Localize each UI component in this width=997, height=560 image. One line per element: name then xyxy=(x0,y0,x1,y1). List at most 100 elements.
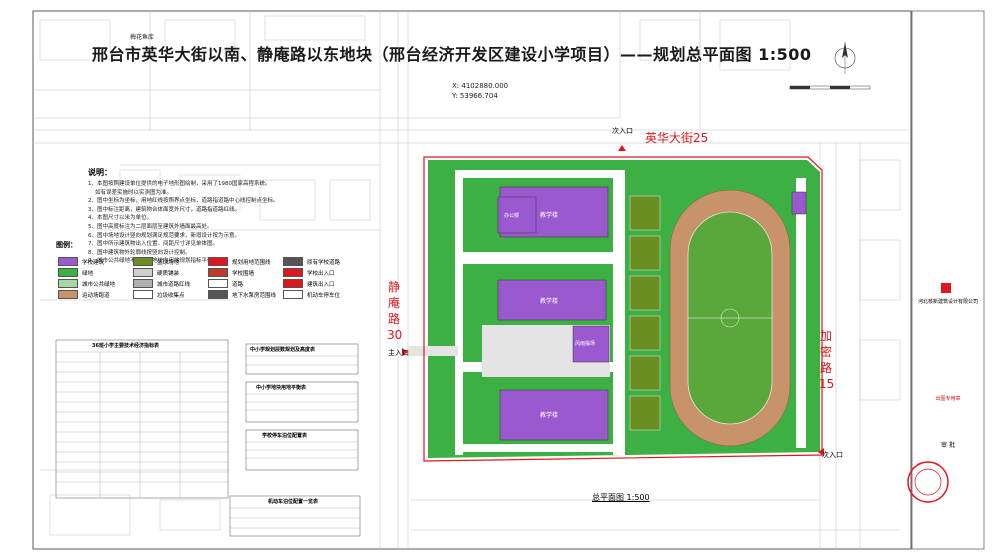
legend-item: 绿地 xyxy=(58,267,133,278)
tables-outline xyxy=(55,339,361,537)
table-gridlines xyxy=(56,351,360,529)
site-boundary-line xyxy=(423,156,823,462)
note-item: 2、图中坐标为坐标，用地红线按照界点坐标，道路指道路中心线控制点坐标。 xyxy=(88,198,279,205)
legend-swatch xyxy=(208,290,228,299)
note-item: 如有误差实施时以实测图为准。 xyxy=(88,189,172,196)
building-middle xyxy=(497,279,610,363)
company-name: 河北核新建筑设计有限公司 xyxy=(917,299,978,305)
entrance-west-label: 主入口 xyxy=(388,349,409,357)
field-center-circle xyxy=(720,308,740,328)
official-stamp xyxy=(907,461,949,503)
note-item: 6、图中场地设计竖向规划满足规范要求，新增设计按为示意。 xyxy=(88,232,241,239)
legend-swatch xyxy=(208,279,228,288)
north-arrow xyxy=(834,42,856,74)
west-entrance-road xyxy=(408,346,458,356)
legend-swatch xyxy=(133,279,153,288)
legend-swatch xyxy=(58,290,78,299)
note-item: 9、城市公共绿地不参与该地块内用地规划指标平衡。 xyxy=(88,258,219,265)
basketball-courts xyxy=(629,195,661,431)
legend-item: 建筑出入口 xyxy=(283,278,358,289)
top-left-place-label: 梅花鱼库 xyxy=(130,34,155,41)
entrance-east-marker xyxy=(818,448,824,456)
legend-heading: 图例： xyxy=(56,241,77,249)
building-north xyxy=(497,186,609,238)
background-buildings xyxy=(39,15,901,536)
legend-label: 运动场跑道 xyxy=(82,292,110,299)
legend-item: 学校出入口 xyxy=(283,267,358,278)
note-item: 3、图中标注距离，建筑物合体面宽外尺寸，道路指道路红线。 xyxy=(88,206,241,213)
legend-label: 学校建筑 xyxy=(82,259,105,266)
notes-list: 1、本图按照建设单位提供的电子地形图绘制，采用了1980国家高程系统。 如有误差… xyxy=(88,180,378,266)
legend-label: 篮球场地 xyxy=(157,259,180,266)
coordinate-x: X: 4102880.000 xyxy=(452,82,509,90)
legend-label: 城市公共绿地 xyxy=(82,281,116,288)
legend-swatch xyxy=(133,257,153,266)
legend-swatch xyxy=(208,257,228,266)
coordinate-y: Y: 53966.704 xyxy=(452,92,498,100)
legend-item: 道路 xyxy=(208,278,283,289)
notes-heading: 说明： xyxy=(88,168,112,177)
road-north-label: 英华大街25 xyxy=(645,131,709,145)
company-logo xyxy=(941,283,951,293)
legend-swatch xyxy=(58,268,78,277)
legend-item: 篮球场地 xyxy=(133,256,208,267)
legend-label: 硬质铺装 xyxy=(157,270,180,277)
building-south xyxy=(499,389,609,441)
legend-item: 城市道路红线 xyxy=(133,278,208,289)
table-parking-title: 学校停车泊位配置表 xyxy=(262,433,308,439)
stamp-label: 出图专用章 xyxy=(935,396,961,402)
legend-swatch xyxy=(283,268,303,277)
legend-label: 建筑出入口 xyxy=(307,281,335,288)
legend-item: 规划用地范围线 xyxy=(208,256,283,267)
note-item: 8、图中建筑物外轮廓线按竖向设计控制。 xyxy=(88,249,191,256)
table-height-title: 中小学规划层数规划及高度表 xyxy=(250,347,316,353)
entrance-west-marker xyxy=(402,348,408,356)
legend-label: 垃圾收集点 xyxy=(157,292,185,299)
building-middle-label: 教学楼 xyxy=(540,298,559,305)
legend: 学校建筑 篮球场地 规划用地范围线 原有学校道路绿地 硬质铺装 学校围墙 学校出入口城市公共… xyxy=(58,256,358,300)
legend-swatch xyxy=(58,257,78,266)
legend-item: 学校建筑 xyxy=(58,256,133,267)
drawing-title: 邢台市英华大街以南、静庵路以东地块（邢台经济开发区建设小学项目）——规划总平面图… xyxy=(92,45,812,64)
legend-swatch xyxy=(133,268,153,277)
legend-swatch xyxy=(283,279,303,288)
legend-item: 城市公共绿地 xyxy=(58,278,133,289)
entrance-north-label: 次入口 xyxy=(612,127,633,135)
legend-item: 机动车停车位 xyxy=(283,289,358,300)
legend-label: 地下水泵房范围线 xyxy=(232,292,277,299)
entrance-north-marker xyxy=(618,145,626,151)
legend-swatch xyxy=(58,279,78,288)
legend-label: 城市道路红线 xyxy=(157,281,191,288)
title-block-frame xyxy=(911,10,985,550)
legend-item: 运动场跑道 xyxy=(58,289,133,300)
scale-bar xyxy=(789,85,871,90)
legend-item: 硬质铺装 xyxy=(133,267,208,278)
table-econ-title: 36班小学主要技术经济指标表 xyxy=(92,343,159,349)
legend-label: 学校围墙 xyxy=(232,270,255,277)
legend-label: 机动车停车位 xyxy=(307,292,341,299)
legend-item: 垃圾收集点 xyxy=(133,289,208,300)
building-north-label: 教学楼 xyxy=(540,212,559,219)
table-green-title: 机动车泊位配置一览表 xyxy=(268,499,319,505)
legend-item: 地下水泵房范围线 xyxy=(208,289,283,300)
plan-scale-label: 总平面图 1:500 xyxy=(592,493,650,502)
note-item: 4、本图尺寸以米为单位。 xyxy=(88,215,153,222)
legend-swatch xyxy=(208,268,228,277)
legend-label: 道路 xyxy=(232,281,244,288)
approval-label: 审 批 xyxy=(941,442,955,449)
legend-label: 规划用地范围线 xyxy=(232,259,271,266)
legend-swatch xyxy=(283,257,303,266)
building-west-annex-label: 办公楼 xyxy=(504,213,520,219)
legend-label: 绿地 xyxy=(82,270,94,277)
legend-label: 学校出入口 xyxy=(307,270,335,277)
building-south-label: 教学楼 xyxy=(540,412,559,419)
entrance-east-label: 次入口 xyxy=(822,451,843,459)
official-stamp-inner xyxy=(914,468,942,496)
legend-swatch xyxy=(283,290,303,299)
legend-label: 原有学校道路 xyxy=(307,259,341,266)
legend-item: 原有学校道路 xyxy=(283,256,358,267)
sheet-frame xyxy=(32,10,912,550)
